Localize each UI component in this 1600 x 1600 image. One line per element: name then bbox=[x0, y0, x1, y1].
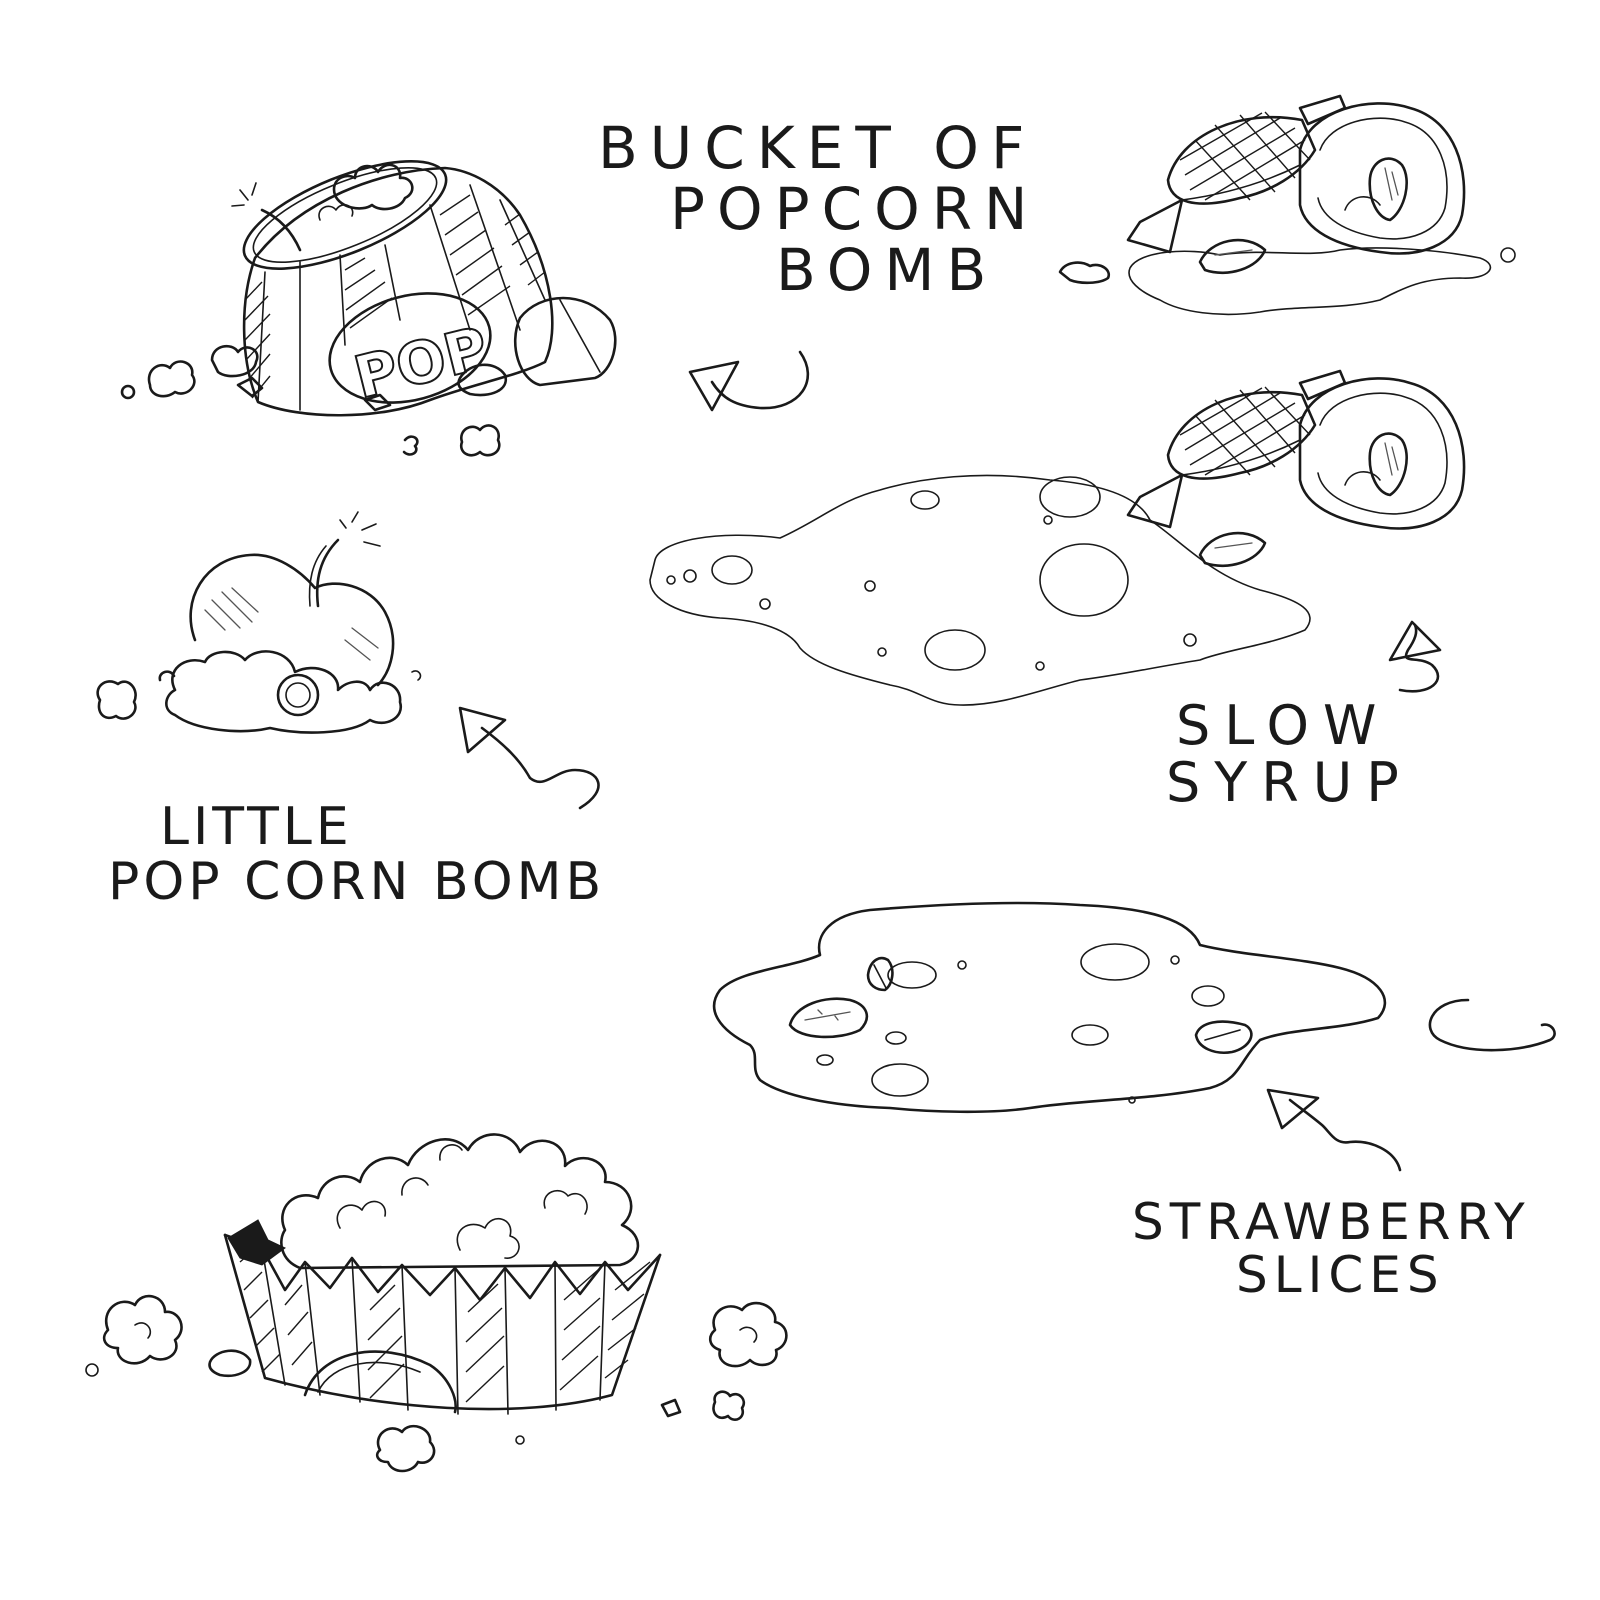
label-slow-syrup: SLOW SYRUP bbox=[1166, 694, 1413, 811]
label-line: LITTLE bbox=[160, 797, 353, 857]
syrup-jar-large-drawing bbox=[1126, 369, 1466, 568]
label-little-popcorn-bomb: LITTLE POP CORN BOMB bbox=[108, 800, 605, 909]
label-line: STRAWBERRY bbox=[1132, 1193, 1531, 1251]
lid-crosshatch-large bbox=[1179, 386, 1311, 476]
label-line: BUCKET OF bbox=[598, 114, 1037, 182]
popcorn-tub-drawing bbox=[85, 1133, 788, 1473]
strawberry-puddle-drawing bbox=[712, 901, 1556, 1114]
arrow-to-strawberry bbox=[1266, 1088, 1402, 1172]
arrow-to-syrup bbox=[1388, 620, 1442, 693]
label-line: POPCORN bbox=[670, 174, 1040, 243]
tub-hatching bbox=[239, 1247, 651, 1403]
arrow-to-bucket bbox=[688, 350, 810, 412]
label-line: SLOW bbox=[1176, 694, 1391, 757]
bucket-popcorn-bomb-drawing: POP bbox=[120, 160, 617, 457]
lid-crosshatch bbox=[1179, 111, 1311, 201]
arrow-to-little-bomb bbox=[458, 706, 600, 810]
label-line: POP CORN BOMB bbox=[108, 851, 606, 912]
syrup-jar-small-drawing bbox=[1058, 94, 1516, 316]
syrup-puddle-large-drawing bbox=[649, 474, 1311, 706]
label-line: SYRUP bbox=[1166, 750, 1413, 814]
label-bucket-of-popcorn-bomb: BUCKET OF POPCORN BOMB bbox=[598, 118, 1039, 301]
bucket-stripes bbox=[244, 184, 546, 411]
label-line: SLICES bbox=[1236, 1245, 1445, 1304]
label-strawberry-slices: STRAWBERRY SLICES bbox=[1132, 1196, 1531, 1301]
label-line: BOMB bbox=[776, 235, 999, 304]
little-popcorn-bomb-drawing bbox=[96, 511, 422, 734]
